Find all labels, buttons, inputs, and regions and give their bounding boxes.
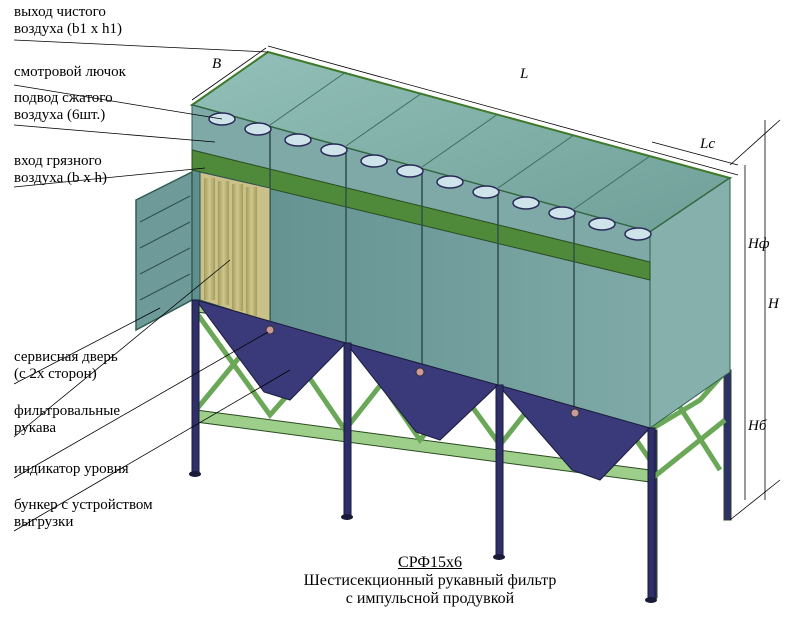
- label-level-indicator: индикатор уровня: [14, 461, 129, 477]
- dim-L: L: [520, 66, 529, 82]
- label-compressed-air: подвод сжатого воздуха (6шт.): [14, 90, 113, 123]
- label-hopper: бункер с устройством выгрузки: [14, 497, 153, 530]
- dimension-lines: [191, 45, 781, 521]
- label-inspection-hatch: смотровой лючок: [14, 64, 126, 80]
- label-service-door: сервисная дверь (с 2х сторон): [14, 349, 118, 382]
- door-ribs: [139, 195, 191, 301]
- compressed-air-ports: [208, 112, 652, 241]
- legs: [191, 299, 656, 599]
- label-dirty-air-inlet: вход грязного воздуха (b x h): [14, 153, 107, 186]
- label-filter-bags: фильтровальные рукава: [14, 403, 121, 436]
- caption-model: СРФ15х6: [398, 554, 462, 571]
- caption-line1: Шестисекционный рукавный фильтр: [303, 572, 557, 589]
- leader-lines: [13, 39, 291, 532]
- label-clean-air-outlet: выход чистого воздуха (b1 x h1): [14, 4, 122, 37]
- hoppers: [194, 299, 651, 481]
- filter-bags: [204, 178, 257, 316]
- level-indicators: [265, 325, 580, 418]
- dim-Hf: Нф: [748, 236, 770, 252]
- leg-feet: [189, 471, 657, 603]
- dim-Hb: Нб: [748, 418, 767, 434]
- dim-B: В: [212, 56, 222, 72]
- roof-seams: [269, 71, 651, 210]
- dim-Lc: Lc: [700, 136, 715, 152]
- caption-line2: с импульсной продувкой: [345, 590, 515, 607]
- dim-H: Н: [768, 296, 779, 312]
